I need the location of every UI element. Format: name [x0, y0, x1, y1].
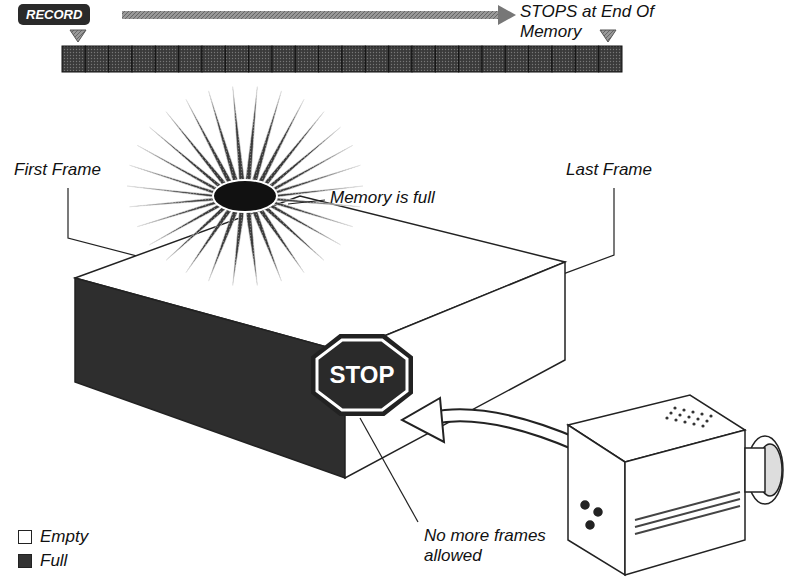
- frame-blade: [233, 87, 245, 182]
- memory-frame: [85, 46, 108, 72]
- memory-frame: [389, 46, 412, 72]
- legend-swatch: [18, 530, 32, 544]
- vent-dot: [692, 422, 695, 425]
- legend-text: Empty: [40, 527, 88, 547]
- vent-dot: [682, 408, 685, 411]
- frame-blade: [258, 99, 304, 183]
- marker: [70, 30, 86, 42]
- camera: [568, 395, 783, 575]
- leader-line: [288, 200, 325, 204]
- memory-strip: [62, 46, 622, 72]
- arrow-head: [498, 5, 516, 25]
- memory-frame: [412, 46, 435, 72]
- frame-blade: [245, 211, 257, 286]
- vent-dot: [673, 406, 676, 409]
- legend-row: Full: [18, 551, 67, 571]
- vent-dot: [669, 411, 672, 414]
- camera-arrow: [432, 415, 578, 445]
- camera-arrow: [432, 415, 578, 445]
- frame-blade: [263, 206, 324, 260]
- frame-blade: [268, 204, 341, 245]
- memory-frame: [225, 46, 248, 72]
- frame-blade: [130, 165, 217, 194]
- memory-frame: [482, 46, 505, 72]
- vent-dot: [691, 410, 694, 413]
- block-front: [75, 278, 345, 478]
- vent-dot: [687, 415, 690, 418]
- marker: [600, 30, 616, 42]
- memory-frame: [435, 46, 458, 72]
- memory-frame: [505, 46, 528, 72]
- frame-blade: [245, 87, 257, 182]
- record-arrow: [122, 11, 500, 19]
- octagon-inner: [317, 340, 407, 410]
- callout-label: Last Frame: [566, 160, 652, 180]
- memory-frame: [342, 46, 365, 72]
- memory-frame: [365, 46, 388, 72]
- memory-frame: [249, 46, 272, 72]
- vent-dot: [665, 416, 668, 419]
- memory-frame: [599, 46, 622, 72]
- fan-hub: [213, 180, 277, 212]
- record-button: RECORD: [18, 4, 90, 25]
- memory-frame: [575, 46, 598, 72]
- callout-label: STOPS at End Of Memory: [520, 2, 660, 41]
- memory-frame: [319, 46, 342, 72]
- memory-frame: [155, 46, 178, 72]
- callout-label: Memory is full: [330, 188, 435, 208]
- legend-swatch: [18, 554, 32, 568]
- octagon: [312, 335, 412, 415]
- vent-dot: [705, 419, 708, 422]
- camera-arrow-head: [402, 398, 444, 442]
- legend-row: Empty: [18, 527, 88, 547]
- memory-frame: [202, 46, 225, 72]
- memory-frame: [179, 46, 202, 72]
- leader-line: [360, 418, 418, 522]
- frame-blade: [150, 204, 223, 245]
- memory-frame: [529, 46, 552, 72]
- memory-frame: [552, 46, 575, 72]
- vent-dot: [683, 420, 686, 423]
- frame-blade: [186, 208, 232, 272]
- node-text: STOP: [330, 361, 395, 389]
- vent-dot: [674, 418, 677, 421]
- fan-spindle: [244, 212, 247, 290]
- memory-frame: [272, 46, 295, 72]
- vent-dot: [700, 412, 703, 415]
- memory-frame: [295, 46, 318, 72]
- stop-sign: STOP: [310, 333, 414, 417]
- camera-vents: [665, 406, 712, 427]
- vent-dot: [709, 414, 712, 417]
- callout-label: No more frames allowed: [424, 526, 554, 565]
- memory-frame: [62, 46, 85, 72]
- vent-dot: [696, 417, 699, 420]
- memory-frame: [459, 46, 482, 72]
- legend-text: Full: [40, 551, 67, 571]
- frame-blade: [233, 211, 245, 286]
- frame-blade: [271, 145, 353, 191]
- callout-label: First Frame: [14, 160, 101, 180]
- vent-dot: [701, 424, 704, 427]
- vent-dot: [678, 413, 681, 416]
- frame-blade: [130, 198, 217, 207]
- node-text: RECORD: [26, 7, 82, 22]
- memory-frame: [109, 46, 132, 72]
- memory-frame: [132, 46, 155, 72]
